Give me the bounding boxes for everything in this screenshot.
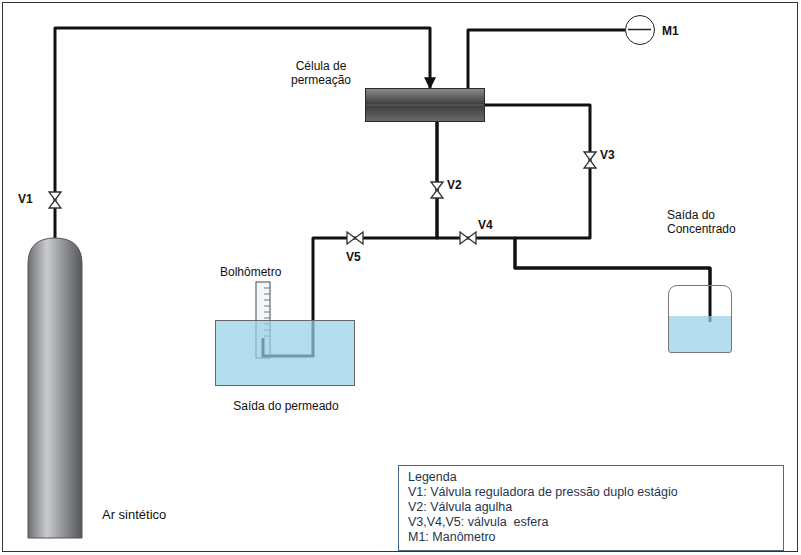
concentrate-vessel: Saída do Concentrado [668,285,732,353]
bubble-meter-label: Bolhômetro [220,265,300,279]
valve-label: V4 [478,218,493,232]
legend-entry: V2: Válvula agulha [408,500,774,515]
legend-text: V2: Válvula agulha [408,500,512,514]
permeate-outlet-label: Saída do permeado [216,399,356,413]
legend-text: M1: Manômetro [408,530,496,544]
legend-text: V1: Válvula reguladora de pressão duplo … [408,485,678,499]
graduation-mark [264,312,270,313]
pipe-connector [468,30,625,88]
cylinder-outline [28,238,82,538]
legend-entry: V3,V4,V5: válvula esfera [408,515,774,530]
pipe-connector [313,122,437,320]
cell-label: Célula de permeação [280,59,362,87]
valve-symbol [347,232,363,244]
permeation-cell: Célula de permeação [365,88,485,122]
cylinder-label: Ar sintético [102,508,212,522]
figure-frame [3,3,798,552]
gauge-label: M1 [662,24,702,38]
pressure-gauge: M1 [625,15,655,45]
gauge-symbol [626,16,654,44]
valve-label: V2 [447,178,462,192]
graduation-mark [264,318,270,319]
graduation-mark [264,294,270,295]
graduation-mark [264,306,270,307]
graduation-mark [264,300,270,301]
graduation-mark [264,288,270,289]
concentrate-outlet-label: Saída do Concentrado [667,208,753,236]
valve-symbol [431,182,443,198]
pipe-connector [437,122,710,285]
legend-title: Legenda [408,470,774,485]
legend-entry: V1: Válvula reguladora de pressão duplo … [408,485,774,500]
valve-label: V5 [346,250,361,264]
permeate-tank: BolhômetroSaída do permeado [215,320,355,386]
legend-text: V3,V4,V5: válvula esfera [408,515,548,529]
pipe-connector [55,28,430,238]
legend-box: LegendaV1: Válvula reguladora de pressão… [398,465,784,551]
valve-symbol [584,152,596,168]
cylinder-body [28,238,82,538]
legend-entry: M1: Manômetro [408,530,774,545]
valve-symbol [460,232,476,244]
pipe-connector [485,105,710,285]
gauge-needle [628,29,651,31]
gas-cylinder: Ar sintético [28,238,82,538]
valve-symbol [49,192,61,208]
valve-label: V1 [18,192,33,206]
valve-label: V3 [600,148,615,162]
